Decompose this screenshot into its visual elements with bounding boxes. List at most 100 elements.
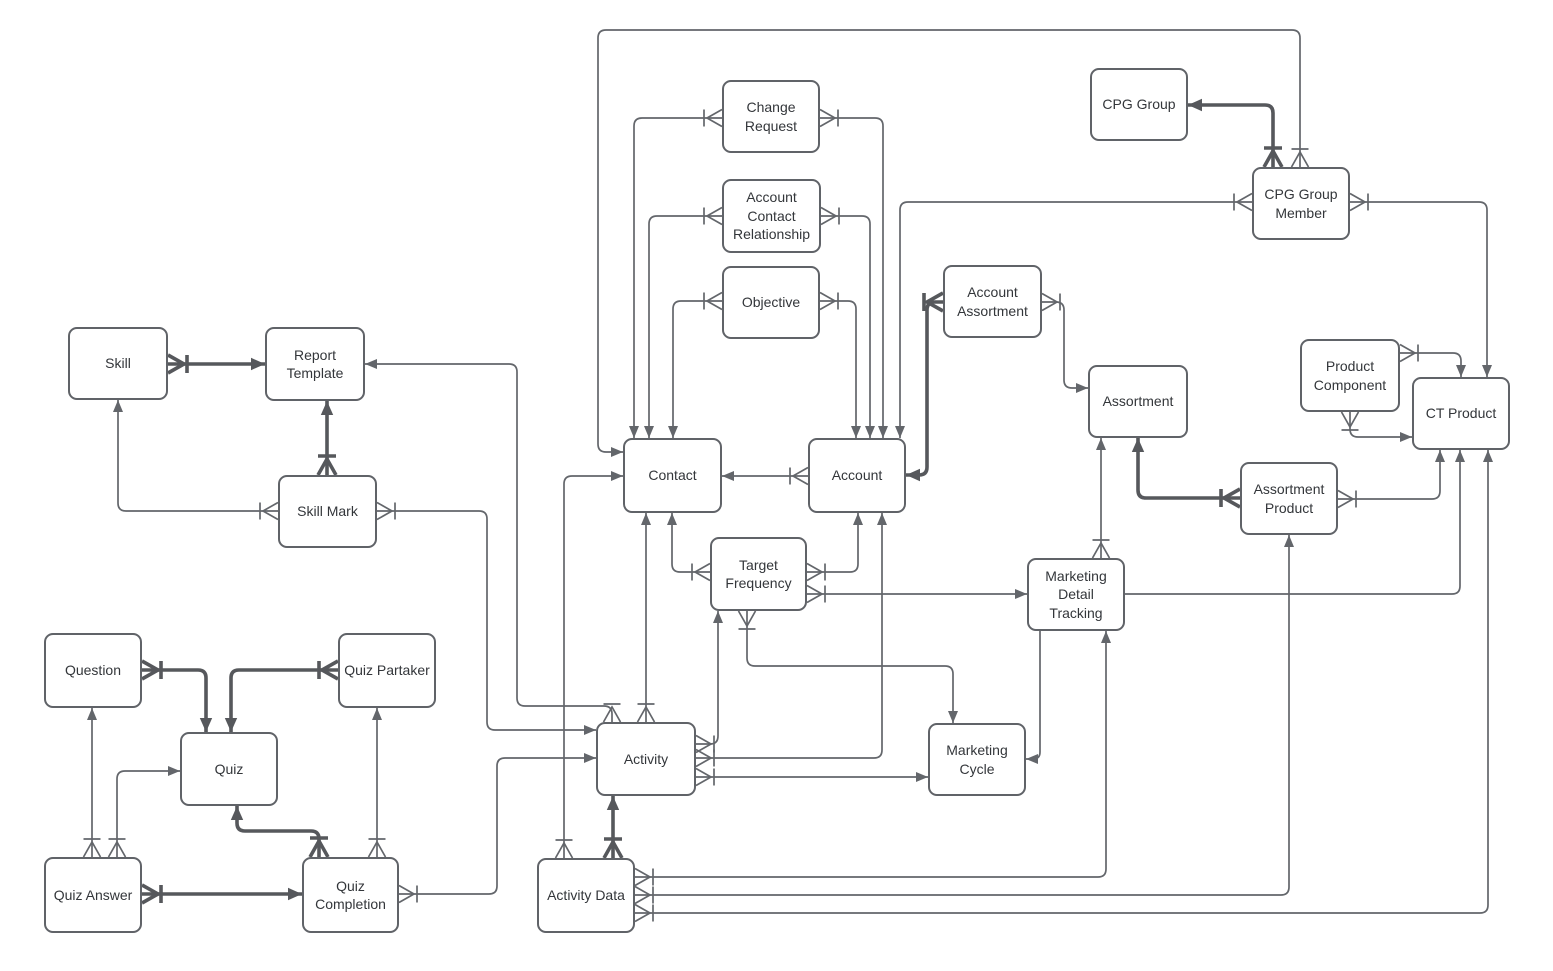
connector-cpg_group_member-cpg_group	[1188, 98, 1284, 168]
arrowhead-marker	[644, 426, 654, 438]
arrowhead-marker	[1456, 365, 1466, 377]
connector-activity_data-contact	[554, 471, 623, 859]
connector-account_contact_relationship-contact	[644, 206, 723, 438]
entity-cpg_group_member[interactable]: CPG Group Member	[1252, 167, 1350, 240]
entity-report_template[interactable]: Report Template	[265, 327, 365, 401]
entity-contact[interactable]: Contact	[623, 438, 722, 513]
entity-account[interactable]: Account	[808, 438, 906, 513]
arrowhead-marker	[611, 447, 623, 457]
entity-skill_mark[interactable]: Skill Mark	[278, 475, 377, 548]
entity-label-skill_mark: Skill Mark	[297, 503, 358, 520]
arrowhead-marker	[713, 611, 723, 623]
entity-account_contact_relationship[interactable]: Account Contact Relationship	[722, 179, 821, 253]
crows-foot-marker	[695, 748, 713, 768]
entity-label-assortment_product: Assortment Product	[1253, 481, 1325, 516]
entity-quiz_answer[interactable]: Quiz Answer	[44, 857, 142, 933]
crows-foot-marker	[1399, 343, 1417, 363]
entity-assortment_product[interactable]: Assortment Product	[1240, 462, 1338, 535]
arrowhead-marker	[1188, 98, 1202, 112]
crows-foot-marker	[107, 840, 127, 858]
crows-foot-marker	[791, 466, 809, 486]
connector-skill_mark-skill	[113, 400, 279, 521]
entity-label-marketing_cycle: Marketing Cycle	[946, 742, 1008, 777]
connector-skill_mark-report_template	[316, 401, 338, 476]
arrowhead-marker	[865, 426, 875, 438]
crows-foot-marker	[705, 291, 723, 311]
entity-cpg_group[interactable]: CPG Group	[1090, 68, 1188, 141]
entity-label-quiz: Quiz	[214, 760, 244, 777]
connector-account_assortment-account	[906, 291, 944, 482]
crows-foot-marker	[634, 885, 652, 905]
arrowhead-marker	[1101, 631, 1111, 643]
entity-activity[interactable]: Activity	[596, 722, 696, 796]
crows-foot-marker	[376, 501, 394, 521]
connector-question-quiz	[141, 659, 213, 732]
arrowhead-marker	[1015, 589, 1027, 599]
entity-quiz_partaker[interactable]: Quiz Partaker	[338, 633, 436, 708]
connector-change_request-contact	[629, 108, 723, 438]
connector-cpg_group_member-ct_product	[1349, 192, 1492, 377]
entity-activity_data[interactable]: Activity Data	[537, 858, 635, 933]
entity-objective[interactable]: Objective	[722, 266, 820, 339]
crows-foot-marker	[1340, 411, 1360, 429]
crows-foot-marker	[737, 610, 757, 628]
crows-foot-marker	[82, 840, 102, 858]
entity-account_assortment[interactable]: Account Assortment	[943, 265, 1042, 338]
connector-target_frequency-marketing_cycle	[737, 610, 958, 723]
crows-foot-marker	[1349, 192, 1367, 212]
connector-product_component-ct_product	[1399, 343, 1466, 377]
connector-objective-account	[819, 291, 861, 438]
entity-skill[interactable]: Skill	[68, 327, 168, 400]
connector-marketing_detail_tracking-marketing_cycle	[1026, 631, 1041, 764]
entity-change_request[interactable]: Change Request	[722, 80, 820, 153]
connector-activity-target_frequency	[695, 611, 723, 754]
arrowhead-marker	[1455, 450, 1465, 462]
arrowhead-marker	[113, 400, 123, 412]
arrowhead-marker	[853, 513, 863, 525]
arrowhead-marker	[611, 471, 623, 481]
arrowhead-marker	[1026, 754, 1038, 764]
crows-foot-marker	[1290, 150, 1310, 168]
entity-label-account_assortment: Account Assortment	[957, 284, 1028, 319]
entity-label-quiz_completion: Quiz Completion	[315, 877, 386, 912]
connector-marketing_detail_tracking-assortment	[1091, 438, 1111, 559]
entity-marketing_cycle[interactable]: Marketing Cycle	[928, 723, 1026, 796]
arrowhead-marker	[878, 426, 888, 438]
arrowhead-marker	[1482, 365, 1492, 377]
arrowhead-marker	[606, 796, 620, 810]
entity-assortment[interactable]: Assortment	[1088, 365, 1188, 438]
entity-product_component[interactable]: Product Component	[1300, 339, 1400, 412]
entity-label-question: Question	[64, 662, 122, 679]
entity-label-cpg_group: CPG Group	[1102, 96, 1176, 113]
arrowhead-marker	[320, 401, 334, 415]
arrowhead-marker	[199, 718, 213, 732]
crows-foot-marker	[923, 291, 944, 313]
crows-foot-marker	[634, 867, 652, 887]
crows-foot-marker	[367, 840, 387, 858]
arrowhead-marker	[1435, 450, 1445, 462]
connector-cpg_group_member-contact	[597, 29, 1310, 457]
entity-ct_product[interactable]: CT Product	[1412, 377, 1510, 450]
entity-marketing_detail_tracking[interactable]: Marketing Detail Tracking	[1027, 558, 1125, 631]
connector-skill-report_template	[167, 353, 265, 375]
crows-foot-marker	[693, 562, 711, 582]
crows-foot-marker	[316, 455, 338, 476]
connector-quiz_partaker-quiz	[224, 659, 339, 732]
entity-label-skill: Skill	[105, 355, 131, 372]
entity-quiz_completion[interactable]: Quiz Completion	[302, 857, 399, 933]
connector-account_contact_relationship-account	[820, 206, 875, 438]
entity-quiz[interactable]: Quiz	[180, 732, 278, 806]
arrowhead-marker	[916, 772, 928, 782]
arrowhead-marker	[1096, 438, 1106, 450]
connector-quiz_answer-quiz	[107, 766, 180, 858]
crows-foot-marker	[1337, 489, 1355, 509]
arrowhead-marker	[948, 711, 958, 723]
entity-label-ct_product: CT Product	[1425, 405, 1497, 422]
entity-label-quiz_partaker: Quiz Partaker	[344, 662, 430, 679]
connector-assortment_product-ct_product	[1337, 450, 1445, 509]
entity-label-contact: Contact	[648, 467, 697, 484]
entity-question[interactable]: Question	[44, 633, 142, 708]
crows-foot-marker	[1041, 292, 1059, 312]
entity-target_frequency[interactable]: Target Frequency	[710, 537, 807, 611]
